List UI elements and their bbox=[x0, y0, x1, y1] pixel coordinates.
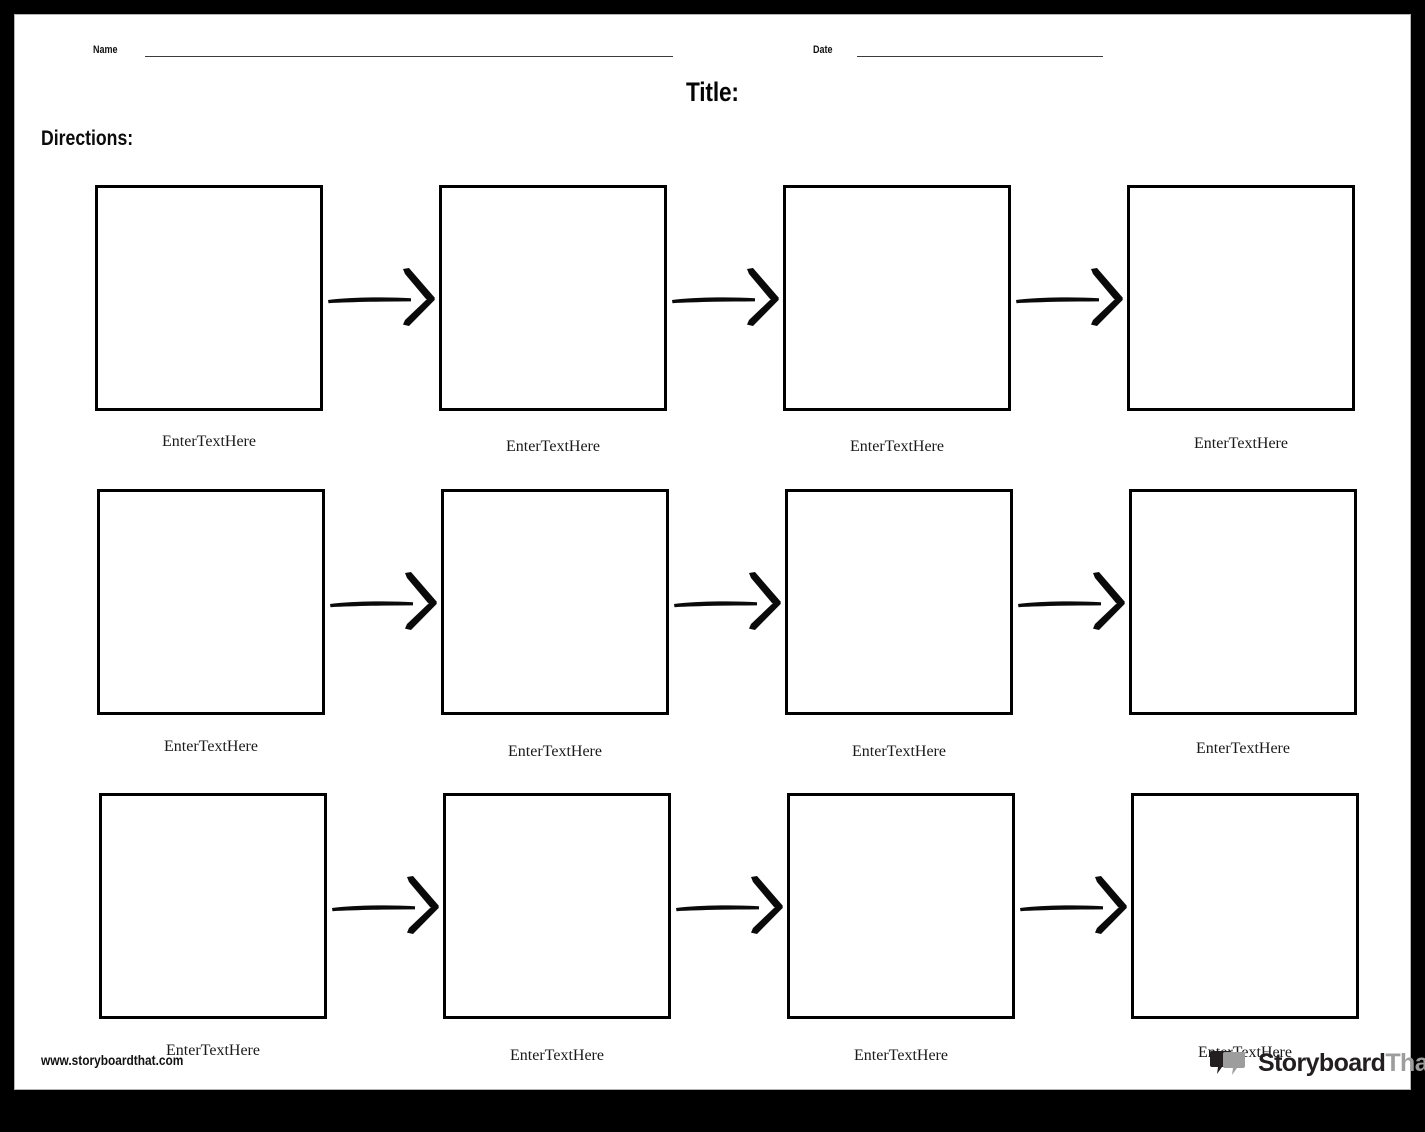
storyboard-cell-caption[interactable]: EnterTextHere bbox=[162, 433, 256, 450]
storyboard-cell-box[interactable] bbox=[1129, 489, 1357, 715]
storyboard-cell-box[interactable] bbox=[95, 185, 323, 411]
logo-text-primary: Storyboard bbox=[1258, 1048, 1386, 1077]
arrow-right-icon bbox=[332, 876, 439, 934]
flow-arrow bbox=[1019, 875, 1131, 937]
worksheet-page: Name Date Title: Directions: EnterTextHe… bbox=[14, 14, 1425, 1090]
header-fields: Name Date bbox=[15, 35, 1410, 65]
name-input-line[interactable] bbox=[144, 55, 673, 57]
storyboard-cell-box[interactable] bbox=[99, 793, 327, 1019]
date-label: Date bbox=[813, 44, 833, 56]
page-title[interactable]: Title: bbox=[15, 77, 1410, 108]
footer-website[interactable]: www.storyboardthat.com bbox=[41, 1052, 209, 1068]
name-label: Name bbox=[93, 44, 118, 56]
storyboard-cell-caption[interactable]: EnterTextHere bbox=[510, 1047, 604, 1064]
flow-arrow bbox=[1017, 571, 1129, 633]
speech-bubbles-icon bbox=[1210, 1051, 1245, 1075]
flow-arrow bbox=[327, 267, 439, 329]
directions-label: Directions: bbox=[41, 127, 134, 150]
date-field[interactable]: Date bbox=[813, 35, 1103, 57]
flow-arrow bbox=[331, 875, 443, 937]
storyboardthat-logo[interactable]: StoryboardThat bbox=[1209, 1048, 1425, 1078]
storyboard-cell-box[interactable] bbox=[443, 793, 671, 1019]
storyboard-cell-caption[interactable]: EnterTextHere bbox=[1194, 435, 1288, 452]
date-input-line[interactable] bbox=[856, 55, 1103, 57]
flow-arrow bbox=[675, 875, 787, 937]
storyboard-cell-box[interactable] bbox=[785, 489, 1013, 715]
storyboard-cell-box[interactable] bbox=[439, 185, 667, 411]
name-field[interactable]: Name bbox=[93, 35, 673, 57]
flow-arrow bbox=[673, 571, 785, 633]
arrow-right-icon bbox=[1016, 268, 1123, 326]
arrow-right-icon bbox=[330, 572, 437, 630]
storyboard-cell-caption[interactable]: EnterTextHere bbox=[506, 438, 600, 455]
page-title-text: Title: bbox=[686, 77, 739, 107]
arrow-right-icon bbox=[676, 876, 783, 934]
arrow-right-icon bbox=[1018, 572, 1125, 630]
storyboard-cell-box[interactable] bbox=[1127, 185, 1355, 411]
arrow-right-icon bbox=[672, 268, 779, 326]
arrow-right-icon bbox=[328, 268, 435, 326]
storyboard-cell-box[interactable] bbox=[97, 489, 325, 715]
directions-heading[interactable]: Directions: bbox=[41, 127, 151, 151]
storyboard-cell-box[interactable] bbox=[441, 489, 669, 715]
flow-arrow bbox=[1015, 267, 1127, 329]
footer-website-text: www.storyboardthat.com bbox=[41, 1052, 184, 1068]
storyboard-cell-caption[interactable]: EnterTextHere bbox=[1196, 740, 1290, 757]
storyboard-cell-caption[interactable]: EnterTextHere bbox=[164, 738, 258, 755]
storyboard-cell-caption[interactable]: EnterTextHere bbox=[852, 743, 946, 760]
flow-arrow bbox=[671, 267, 783, 329]
logo-text-secondary: That bbox=[1385, 1048, 1425, 1077]
storyboard-cell-box[interactable] bbox=[787, 793, 1015, 1019]
arrow-right-icon bbox=[1020, 876, 1127, 934]
storyboard-cell-caption[interactable]: EnterTextHere bbox=[508, 743, 602, 760]
storyboard-cell-box[interactable] bbox=[1131, 793, 1359, 1019]
flow-arrow bbox=[329, 571, 441, 633]
arrow-right-icon bbox=[674, 572, 781, 630]
storyboard-cell-caption[interactable]: EnterTextHere bbox=[166, 1042, 260, 1059]
storyboard-cell-box[interactable] bbox=[783, 185, 1011, 411]
storyboard-cell-caption[interactable]: EnterTextHere bbox=[850, 438, 944, 455]
storyboard-cell-caption[interactable]: EnterTextHere bbox=[854, 1047, 948, 1064]
